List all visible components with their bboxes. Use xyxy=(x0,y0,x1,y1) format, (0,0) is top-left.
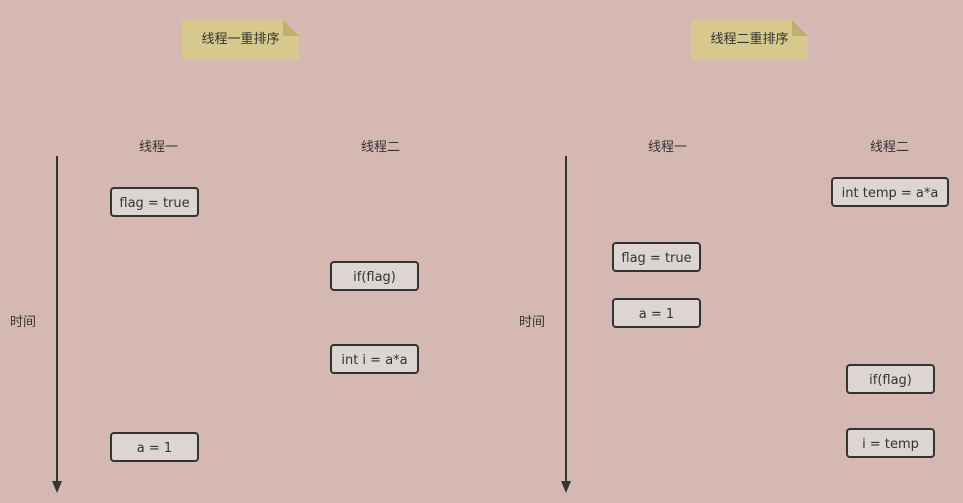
left-diagram: 线程一重排序 线程一 线程二 时间 flag = true if(flag) i… xyxy=(0,0,480,503)
left-time-arrow xyxy=(52,156,62,493)
left-op-if-flag: if(flag) xyxy=(330,261,419,291)
right-op-i-eq-temp: i = temp xyxy=(846,428,935,458)
left-op-a-eq-1: a = 1 xyxy=(110,432,199,462)
right-col-thread1-label: 线程一 xyxy=(648,140,688,155)
left-title-note: 线程一重排序 xyxy=(182,20,299,59)
right-time-arrow xyxy=(561,156,571,493)
right-op-int-temp: int temp = a*a xyxy=(831,177,949,207)
right-op-if-flag: if(flag) xyxy=(846,364,935,394)
right-time-label: 时间 xyxy=(519,315,546,330)
right-op-flag-true: flag = true xyxy=(612,242,701,272)
left-col-thread1-label: 线程一 xyxy=(139,140,179,155)
left-op-flag-true: flag = true xyxy=(110,187,199,217)
right-diagram: 线程二重排序 线程一 线程二 时间 int temp = a*a flag = … xyxy=(509,0,963,503)
right-op-a-eq-1: a = 1 xyxy=(612,298,701,328)
right-title-note: 线程二重排序 xyxy=(691,20,808,59)
left-col-thread2-label: 线程二 xyxy=(361,140,401,155)
left-op-int-i: int i = a*a xyxy=(330,344,419,374)
left-time-label: 时间 xyxy=(10,315,37,330)
right-col-thread2-label: 线程二 xyxy=(870,140,910,155)
